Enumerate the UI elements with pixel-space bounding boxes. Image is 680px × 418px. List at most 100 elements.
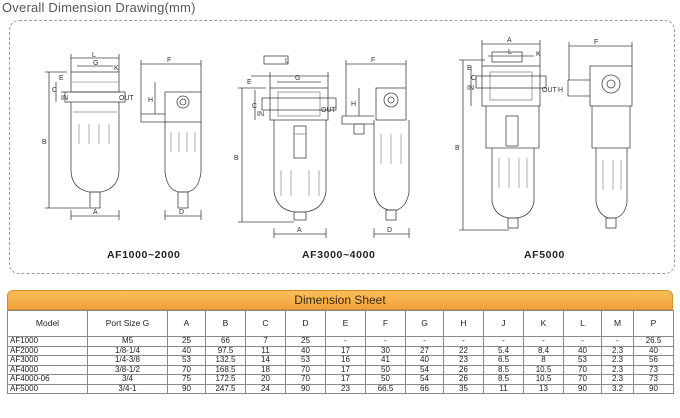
table-cell: 26 xyxy=(443,374,484,385)
table-cell: 53 xyxy=(167,355,206,366)
table-cell: 90 xyxy=(285,383,326,394)
table-cell: 10.5 xyxy=(523,374,564,385)
af3000-dim-e: E xyxy=(247,79,252,86)
table-cell: 20 xyxy=(245,374,286,385)
table-cell: 1/4-3/8 xyxy=(87,355,168,366)
table-cell: 70 xyxy=(285,374,326,385)
table-cell: 66 xyxy=(205,336,246,347)
table-cell: 70 xyxy=(563,374,602,385)
page-title: Overall Dimension Drawing(mm) xyxy=(2,0,196,15)
table-cell: 3.2 xyxy=(601,383,634,394)
column-header: G xyxy=(405,310,444,337)
table-cell: 66 xyxy=(405,383,444,394)
af1000-dim-b: B xyxy=(42,139,47,146)
af3000-dim-d: D xyxy=(387,227,392,234)
column-header: Port Size G xyxy=(87,310,168,337)
column-header: E xyxy=(325,310,366,337)
table-cell: - xyxy=(601,336,634,347)
af5000-dim-b: B xyxy=(455,145,460,152)
table-cell: 90 xyxy=(563,383,602,394)
table-cell: M5 xyxy=(87,336,168,347)
table-cell: 24 xyxy=(245,383,286,394)
model-cell: AF4000-06 xyxy=(7,374,88,385)
af3000-dim-out: OUT xyxy=(321,107,337,114)
af1000-side-view xyxy=(140,60,202,220)
column-header: A xyxy=(167,310,206,337)
column-header: H xyxy=(443,310,484,337)
table-cell: 66.5 xyxy=(365,383,406,394)
af5000-dim-e: E xyxy=(467,65,472,72)
table-cell: - xyxy=(483,336,524,347)
table-cell: 53 xyxy=(285,355,326,366)
table-cell: 14 xyxy=(245,355,286,366)
af5000-dim-h: H xyxy=(558,87,563,94)
af1000-dim-e: E xyxy=(59,75,64,82)
table-cell: 2.3 xyxy=(601,374,634,385)
model-cell: AF5000 xyxy=(7,383,88,394)
caption-af3000: AF3000~4000 xyxy=(302,249,376,261)
table-cell: 53 xyxy=(563,355,602,366)
af1000-dim-d: D xyxy=(179,209,184,216)
af5000-dim-a: A xyxy=(507,37,512,44)
column-header: F xyxy=(365,310,406,337)
table-cell: - xyxy=(523,336,564,347)
dimension-sheet-title: Dimension Sheet xyxy=(7,290,673,310)
af5000-dim-l: L xyxy=(508,49,512,56)
table-cell: 90 xyxy=(167,383,206,394)
column-header: B xyxy=(205,310,246,337)
table-cell: 16 xyxy=(325,355,366,366)
af3000-dim-g: G xyxy=(295,75,300,82)
table-cell: 73 xyxy=(633,374,674,385)
column-header: C xyxy=(245,310,286,337)
table-cell: 90 xyxy=(633,383,674,394)
af5000-dim-out: OUT xyxy=(542,87,558,94)
model-cell: AF3000 xyxy=(7,355,88,366)
table-cell: 25 xyxy=(285,336,326,347)
table-cell: 17 xyxy=(325,374,366,385)
column-header: D xyxy=(285,310,326,337)
table-cell: 247.5 xyxy=(205,383,246,394)
table-cell: 23 xyxy=(325,383,366,394)
table-cell: 8 xyxy=(523,355,564,366)
table-cell: 50 xyxy=(365,374,406,385)
af3000-dim-f: F xyxy=(371,57,375,64)
af1000-dim-f: F xyxy=(167,57,171,64)
caption-af1000: AF1000~2000 xyxy=(107,249,181,261)
af3000-dim-c: C xyxy=(252,103,257,110)
table-cell: 3/4-1 xyxy=(87,383,168,394)
table-cell: 56 xyxy=(633,355,674,366)
af3000-dim-h: H xyxy=(351,101,356,108)
drawing-panel xyxy=(9,20,675,274)
af5000-dim-in: IN xyxy=(467,85,474,92)
table-cell: 172.5 xyxy=(205,374,246,385)
column-header: K xyxy=(523,310,564,337)
af3000-dim-l: L xyxy=(285,58,289,65)
af1000-dim-out: OUT xyxy=(119,95,135,102)
af5000-dim-c: C xyxy=(471,75,476,82)
table-cell: 40 xyxy=(405,355,444,366)
af1000-dim-a: A xyxy=(93,209,98,216)
af1000-front-view xyxy=(45,54,126,220)
af5000-dim-k: K xyxy=(536,51,541,58)
table-cell: 54 xyxy=(405,374,444,385)
table-cell: 13 xyxy=(523,383,564,394)
table-cell: 3/4 xyxy=(87,374,168,385)
table-cell: 7 xyxy=(245,336,286,347)
table-cell: - xyxy=(365,336,406,347)
table-cell: - xyxy=(443,336,484,347)
table-cell: 25 xyxy=(167,336,206,347)
column-header: J xyxy=(483,310,524,337)
af5000-side-view xyxy=(567,42,633,229)
af1000-dim-h: H xyxy=(148,97,153,104)
af3000-dim-in: IN xyxy=(257,111,264,118)
table-cell: 41 xyxy=(365,355,406,366)
af3000-side-view xyxy=(341,60,410,238)
